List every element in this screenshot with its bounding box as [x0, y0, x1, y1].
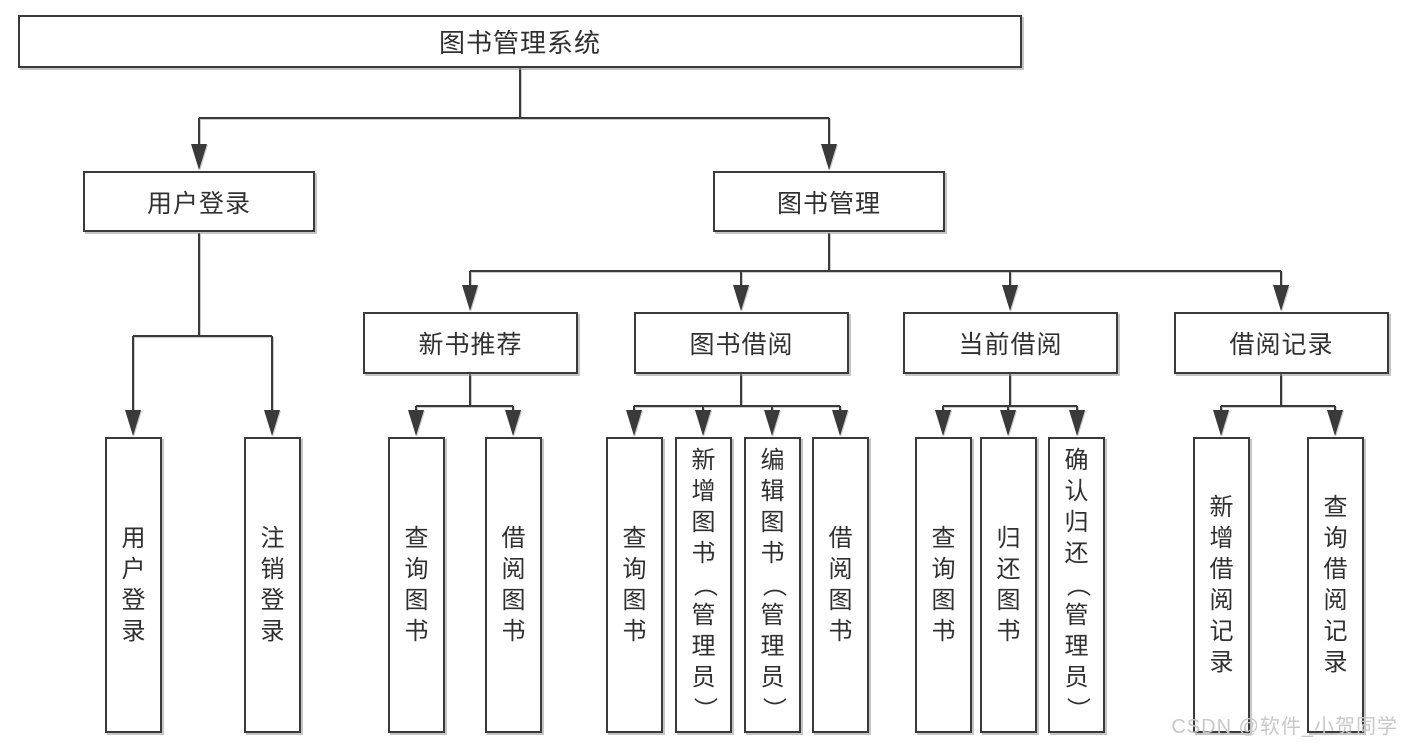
leaf-label: 查询借阅记录	[1323, 493, 1348, 676]
node-label: 新书推荐	[418, 331, 523, 359]
leaf-borrow-books-recommend: 借阅图书	[485, 437, 542, 733]
leaf-label: 借阅图书	[828, 524, 853, 645]
leaf-label: 用户登录	[121, 524, 146, 645]
node-label: 用户登录	[146, 189, 251, 218]
leaf-return-books: 归还图书	[980, 437, 1037, 733]
leaf-user-login: 用户登录	[105, 437, 162, 733]
node-label: 借阅记录	[1229, 331, 1334, 359]
node-book-borrowing: 图书借阅	[634, 312, 849, 374]
leaf-edit-books-admin: 编辑图书（管理员）	[744, 437, 801, 733]
node-label: 图书管理系统	[438, 28, 601, 58]
node-current-borrowing: 当前借阅	[903, 312, 1118, 374]
node-user-login: 用户登录	[83, 171, 315, 232]
leaf-borrow-books-borrowing: 借阅图书	[812, 437, 869, 733]
leaf-label: 注销登录	[260, 524, 285, 645]
node-book-management: 图书管理	[713, 171, 945, 232]
leaf-query-borrow-record: 查询借阅记录	[1307, 437, 1364, 733]
leaf-label: 查询图书	[622, 524, 647, 645]
leaf-label: 确认归还（管理员）	[1063, 447, 1091, 722]
leaf-query-books-recommend: 查询图书	[388, 437, 445, 733]
node-label: 图书管理	[776, 189, 881, 218]
leaf-query-books-current: 查询图书	[915, 437, 972, 733]
leaf-confirm-return-admin: 确认归还（管理员）	[1048, 437, 1105, 733]
node-label: 图书借阅	[689, 331, 794, 359]
leaf-query-books-borrowing: 查询图书	[606, 437, 663, 733]
leaf-label: 查询图书	[404, 524, 429, 645]
leaf-label: 新增图书（管理员）	[690, 447, 718, 722]
node-new-book-recommendation: 新书推荐	[363, 312, 578, 374]
leaf-logout: 注销登录	[244, 437, 301, 733]
csdn-watermark: CSDN @软件_小贺同学	[1171, 716, 1398, 738]
leaf-label: 查询图书	[931, 524, 956, 645]
leaf-add-books-admin: 新增图书（管理员）	[675, 437, 732, 733]
leaf-add-borrow-record: 新增借阅记录	[1193, 437, 1250, 733]
leaf-label: 编辑图书（管理员）	[759, 447, 787, 722]
leaf-label: 新增借阅记录	[1209, 493, 1234, 676]
node-library-management-system: 图书管理系统	[18, 15, 1022, 68]
node-borrowing-records: 借阅记录	[1174, 312, 1389, 374]
leaf-label: 归还图书	[996, 524, 1021, 645]
node-label: 当前借阅	[958, 331, 1063, 359]
arrowheads	[125, 144, 1343, 436]
leaf-label: 借阅图书	[501, 524, 526, 645]
